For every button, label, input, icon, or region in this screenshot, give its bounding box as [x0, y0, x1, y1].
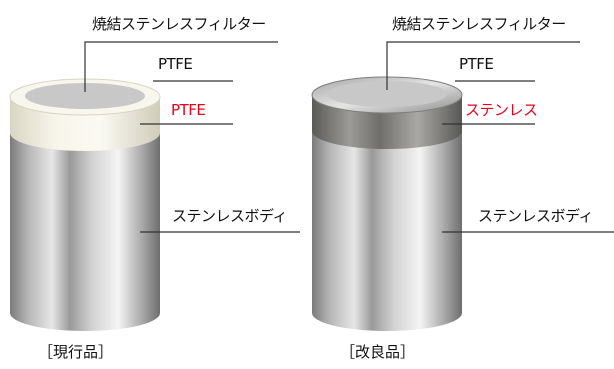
improved-product-cylinder: [311, 76, 463, 331]
improved-body-shape: [312, 128, 462, 331]
current-product-caption: ［現行品］: [38, 343, 114, 361]
current-ring-label: PTFE: [171, 101, 206, 119]
improved-leader-lines: [386, 41, 614, 233]
current-filter-leader: [84, 41, 278, 92]
current-body-shape: [10, 130, 160, 331]
improved-filter-label: 焼結ステンレスフィルター: [392, 15, 566, 33]
current-filter-label: 焼結ステンレスフィルター: [92, 15, 266, 33]
current-body-label: ステンレスボディ: [172, 207, 287, 225]
improved-product-caption: ［改良品］: [340, 343, 416, 361]
improved-filter-leader: [386, 41, 580, 90]
current-product-cylinder: [9, 78, 161, 331]
improved-filter-disc: [327, 81, 447, 107]
improved-ptfe-top-label: PTFE: [459, 55, 494, 73]
improved-body-label: ステンレスボディ: [478, 207, 593, 225]
current-filter-disc: [25, 83, 145, 109]
current-ptfe-top-label: PTFE: [158, 55, 193, 73]
current-leader-lines: [84, 41, 300, 233]
improved-ring-label: ステンレス: [465, 101, 538, 119]
